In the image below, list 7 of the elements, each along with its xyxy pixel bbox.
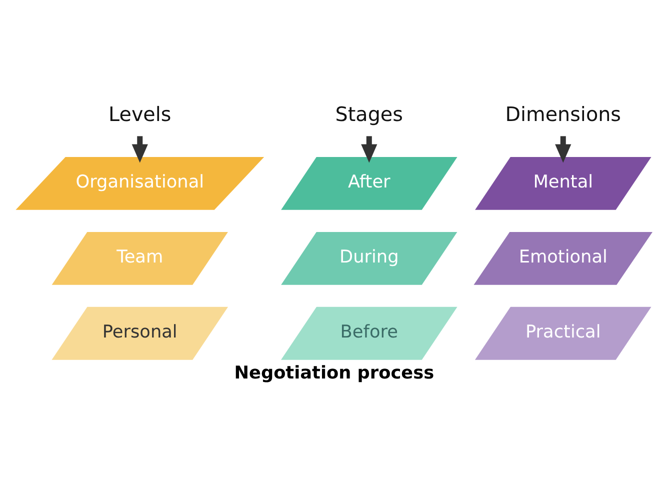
node-text: Levels [108, 103, 172, 126]
arrow [555, 136, 572, 163]
arrow [361, 136, 378, 163]
node-text: Dimensions [505, 103, 621, 126]
caption: Negotiation process [234, 363, 434, 384]
arrow [132, 136, 148, 163]
node-text: Stages [335, 103, 403, 126]
